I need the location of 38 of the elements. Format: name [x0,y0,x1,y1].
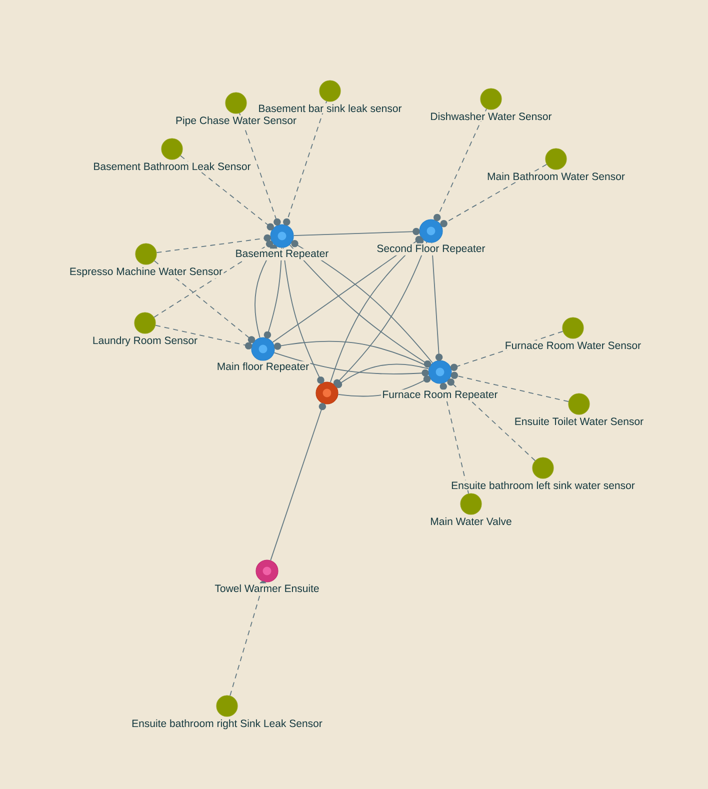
node-label: Laundry Room Sensor [93,336,198,346]
connector-line [282,247,324,384]
dashed-connector [450,330,564,371]
node-label: Basement bar sink leak sensor [259,104,402,112]
dashed-connector [230,581,267,696]
connector-line [293,228,420,236]
node-label: Second Floor Repeater [377,244,486,254]
dashed-connector [154,260,256,344]
node-label: Ensuite Toilet Water Sensor [515,417,644,426]
dashed-connector [239,112,281,226]
node-label: Main Bathroom Water Sensor [488,172,625,180]
node-label: Espresso Machine Water Sensor [70,267,222,278]
connector-line [334,364,430,388]
node-label: Pipe Chase Water Sensor [176,116,296,126]
dashed-connector [155,324,252,350]
node-label: Furnace Room Water Sensor [506,342,641,350]
node-label: Basement Repeater [236,250,328,260]
node-label: Main floor Repeater [218,362,309,372]
node-label: Main Water Valve [431,517,512,526]
node-label: Furnace Room Repeater [383,390,498,400]
dashed-connector [440,164,548,228]
node-label: Ensuite bathroom left sink water sensor [452,481,635,490]
connector-line [274,340,430,368]
node-label: Dishwasher Water Sensor [431,112,552,120]
node-label: Ensuite bathroom right Sink Leak Sensor [132,719,322,730]
dashed-connector [154,240,274,318]
node-label: Basement Bathroom Leak Sensor [94,162,251,170]
connector-line [270,402,326,561]
dashed-connector [434,108,487,222]
connector-line [274,352,429,377]
node-label: Towel Warmer Ensuite [214,584,319,592]
dashed-connector [156,234,271,254]
dashed-connector [450,372,569,402]
dashed-connector [283,100,328,226]
dashed-connector [440,382,469,494]
connector-line [264,247,282,338]
dashed-connector [180,155,274,230]
dashed-connector [447,378,536,462]
